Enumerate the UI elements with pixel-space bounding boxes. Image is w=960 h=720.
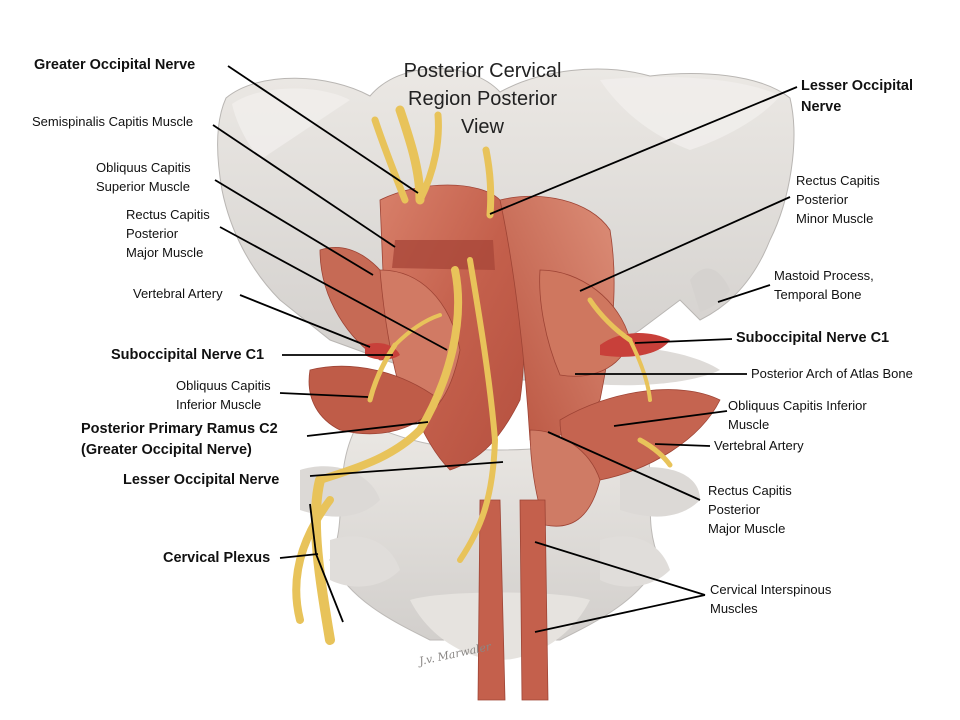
cervical-interspinous-muscles bbox=[477, 499, 549, 701]
label-vertebral-artery-right: Vertebral Artery bbox=[714, 438, 804, 453]
leader-lines bbox=[212, 65, 798, 633]
label-mastoid-process: Mastoid Process, Temporal Bone bbox=[774, 268, 874, 302]
label-posterior-primary-ramus-c2: Posterior Primary Ramus C2 (Greater Occi… bbox=[81, 421, 278, 458]
label-suboccipital-nerve-c1-left: Suboccipital Nerve C1 bbox=[111, 347, 265, 363]
label-lesser-occipital-nerve-right: Lesser Occipital Nerve bbox=[801, 78, 914, 115]
label-vertebral-artery-left: Vertebral Artery bbox=[133, 286, 223, 301]
label-posterior-arch-of-atlas-bone: Posterior Arch of Atlas Bone bbox=[751, 366, 913, 381]
label-greater-occipital-nerve: Greater Occipital Nerve bbox=[34, 57, 196, 73]
label-semispinalis-capitis-muscle: Semispinalis Capitis Muscle bbox=[32, 114, 194, 129]
label-lesser-occipital-nerve-left: Lesser Occipital Nerve bbox=[123, 472, 280, 488]
label-rectus-capitis-posterior-major-muscle-right: Rectus Capitis Posterior Major Muscle bbox=[708, 483, 792, 536]
diagram-title: Posterior Cervical Region Posterior View bbox=[403, 60, 562, 138]
label-obliquus-capitis-inferior-muscle-left: Obliquus Capitis Inferior Muscle bbox=[176, 378, 271, 412]
label-rectus-capitis-posterior-minor-muscle: Rectus Capitis Posterior Minor Muscle bbox=[796, 173, 880, 226]
nerves bbox=[292, 105, 673, 645]
label-cervical-plexus: Cervical Plexus bbox=[163, 550, 271, 566]
label-suboccipital-nerve-c1-right: Suboccipital Nerve C1 bbox=[736, 330, 890, 346]
label-obliquus-capitis-superior-muscle: Obliquus Capitis Superior Muscle bbox=[96, 160, 191, 194]
label-cervical-interspinous-muscles: Cervical Interspinous Muscles bbox=[710, 582, 832, 616]
label-obliquus-capitis-inferior-muscle-right: Obliquus Capitis Inferior Muscle bbox=[728, 398, 867, 432]
right-suboccipital-muscles bbox=[529, 269, 721, 527]
label-rectus-capitis-posterior-major-muscle-left: Rectus Capitis Posterior Major Muscle bbox=[126, 207, 210, 260]
